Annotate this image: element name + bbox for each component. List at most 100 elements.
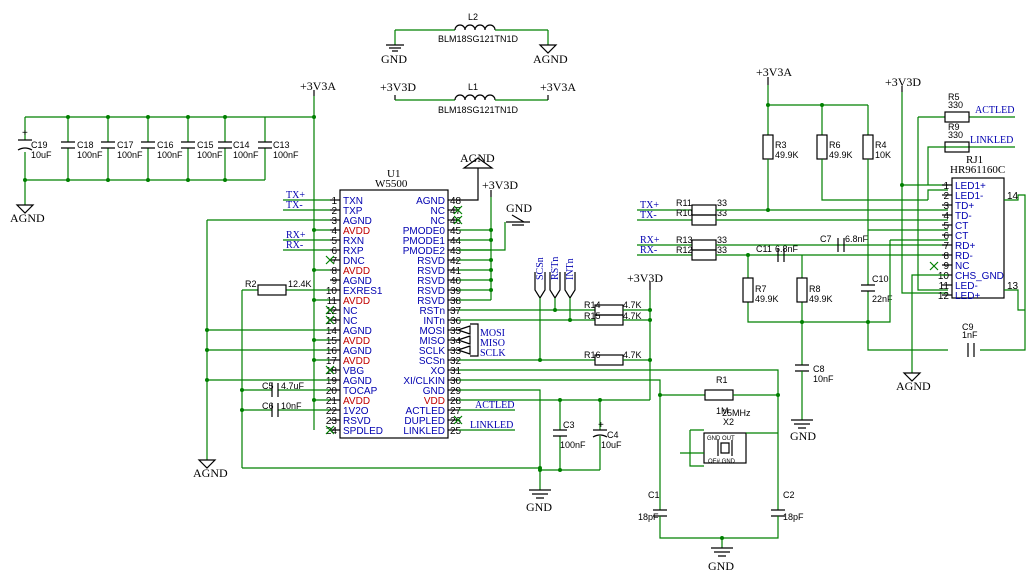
r9-ref: R9	[948, 122, 960, 132]
u1-pin-name: NC	[431, 216, 445, 227]
u1-pin-number: 3	[331, 216, 337, 227]
r4-value: 10K	[875, 150, 891, 160]
u1-pin-name: AGND	[343, 376, 372, 387]
c16-ref: C16	[157, 140, 174, 150]
c5-ref: C5	[262, 381, 274, 391]
net-actled-u1: ACTLED	[475, 400, 514, 411]
u1-pin-name: GND	[423, 386, 445, 397]
c18-ref: C18	[77, 140, 94, 150]
u1-pin-number: 38	[450, 296, 462, 307]
rj1-shield-a: 14	[1007, 191, 1019, 202]
v3a-label: +3V3A	[300, 79, 336, 93]
x2-top-pins: GND OUT	[707, 436, 735, 442]
u1-pin-name: PMODE1	[403, 236, 446, 247]
u1-pin-name: INTn	[423, 316, 445, 327]
rj1-shield-b: 13	[1007, 281, 1019, 292]
u1-pin-name: PMODE0	[403, 226, 446, 237]
rj1-pin-name: CHS_GND	[955, 271, 1004, 282]
u1-pin-number: 15	[326, 336, 338, 347]
u1-pin-name: RXN	[343, 236, 364, 247]
u1-pin-number: 29	[450, 386, 462, 397]
u1-pin-name: SPDLED	[343, 426, 383, 437]
x2-ref: X2	[723, 417, 734, 427]
rj1-pin-number: 4	[943, 211, 949, 222]
svg-text:+: +	[22, 128, 28, 139]
c3-ref: C3	[563, 420, 575, 430]
c16-value: 100nF	[157, 150, 183, 160]
u1-pin-name: SCSn	[419, 356, 445, 367]
c5-value: 4.7uF	[281, 381, 305, 391]
r16-ref: R16	[584, 350, 601, 360]
l1-v3a-label: +3V3A	[540, 80, 576, 94]
rj1-pin-name: LED+	[955, 291, 980, 302]
x2-bottom-pins: OE# GND	[708, 459, 736, 465]
r12-ref: R12	[676, 245, 693, 255]
net-linkled-rj: LINKLED	[970, 135, 1013, 146]
c13-ref: C13	[273, 140, 290, 150]
ferrite-l1: L1 BLM18SG121TN1D +3V3D +3V3A	[380, 80, 576, 115]
r16-value: 4.7K	[623, 350, 642, 360]
u1-pin-name: RSVD	[417, 276, 445, 287]
c2-value: 18pF	[783, 512, 804, 522]
rj1-pin-number: 9	[943, 261, 949, 272]
bank-agnd-label: AGND	[10, 211, 45, 225]
c11-ref: C11	[756, 244, 772, 254]
u1-pin-name: VDD	[424, 396, 445, 407]
u1-pin-name: AVDD	[343, 396, 370, 407]
r3-ref: R3	[775, 140, 787, 150]
r11-value: 33	[717, 198, 727, 208]
phy-section: TX+ TX- R11 33 R10 33 RX+ RX- R13 33 R12…	[637, 65, 1026, 443]
u1-pin-number: 11	[327, 296, 338, 307]
u1-pin-number: 44	[450, 236, 462, 247]
rj1-pin-number: 1	[943, 181, 949, 192]
l1-v3d-label: +3V3D	[380, 80, 416, 94]
c17-ref: C17	[117, 140, 134, 150]
net-txp-left: TX+	[286, 190, 305, 201]
u1-pin-number: 35	[450, 326, 462, 337]
u1-pin-name: NC	[343, 306, 357, 317]
u1-pin-name: RSTn	[419, 306, 445, 317]
rj1-ref: RJ1	[966, 154, 983, 166]
r14-value: 4.7K	[623, 300, 642, 310]
u1-pin-name: TXP	[343, 206, 363, 217]
u1-pin-number: 22	[326, 406, 338, 417]
u1-pin-number: 34	[450, 336, 462, 347]
r13-value: 33	[717, 235, 727, 245]
u1-right-pins: 48AGND47NC46NC45PMODE044PMODE143PMODE242…	[403, 196, 462, 437]
rj1-pin-number: 5	[943, 221, 949, 232]
r10-value: 33	[717, 208, 727, 218]
c6-value: 10nF	[281, 401, 302, 411]
r14-ref: R14	[584, 300, 601, 310]
c15-value: 100nF	[197, 150, 223, 160]
c13-value: 100nF	[273, 150, 299, 160]
net-rxp-right: RX+	[640, 235, 660, 246]
x2-value: 25MHz	[722, 408, 751, 418]
c17-value: 100nF	[117, 150, 143, 160]
u1-pin-number: 45	[450, 226, 462, 237]
u1-pin-name: VBG	[343, 366, 364, 377]
u1-pin-name: AVDD	[343, 226, 370, 237]
rj1-pin-name: LED-	[955, 281, 978, 292]
l1-part: BLM18SG121TN1D	[438, 105, 519, 115]
u1-pin-name: RSVD	[417, 256, 445, 267]
u1-agnd-label: AGND	[193, 466, 228, 480]
l2-ref: L2	[468, 12, 478, 22]
u1-pin-name: RXP	[343, 246, 364, 257]
phy-v3a-label: +3V3A	[756, 65, 792, 79]
u1-pin-name: TXN	[343, 196, 363, 207]
c15-ref: C15	[197, 140, 214, 150]
rj1-pin-name: CT	[955, 231, 968, 242]
c8-ref: C8	[813, 364, 825, 374]
u1-pin-number: 4	[331, 226, 337, 237]
r8-value: 49.9K	[809, 294, 833, 304]
u1-pin-number: 17	[326, 356, 338, 367]
u1-pin-name: MISO	[419, 336, 445, 347]
r1-value: 1M	[716, 406, 729, 416]
rj1-pin-number: 10	[938, 271, 950, 282]
r11-ref: R11	[676, 198, 692, 208]
net-scsn: SCSn	[535, 257, 546, 280]
u1-pin-number: 23	[326, 416, 338, 427]
u1-pin-name: XI/CLKIN	[403, 376, 445, 387]
